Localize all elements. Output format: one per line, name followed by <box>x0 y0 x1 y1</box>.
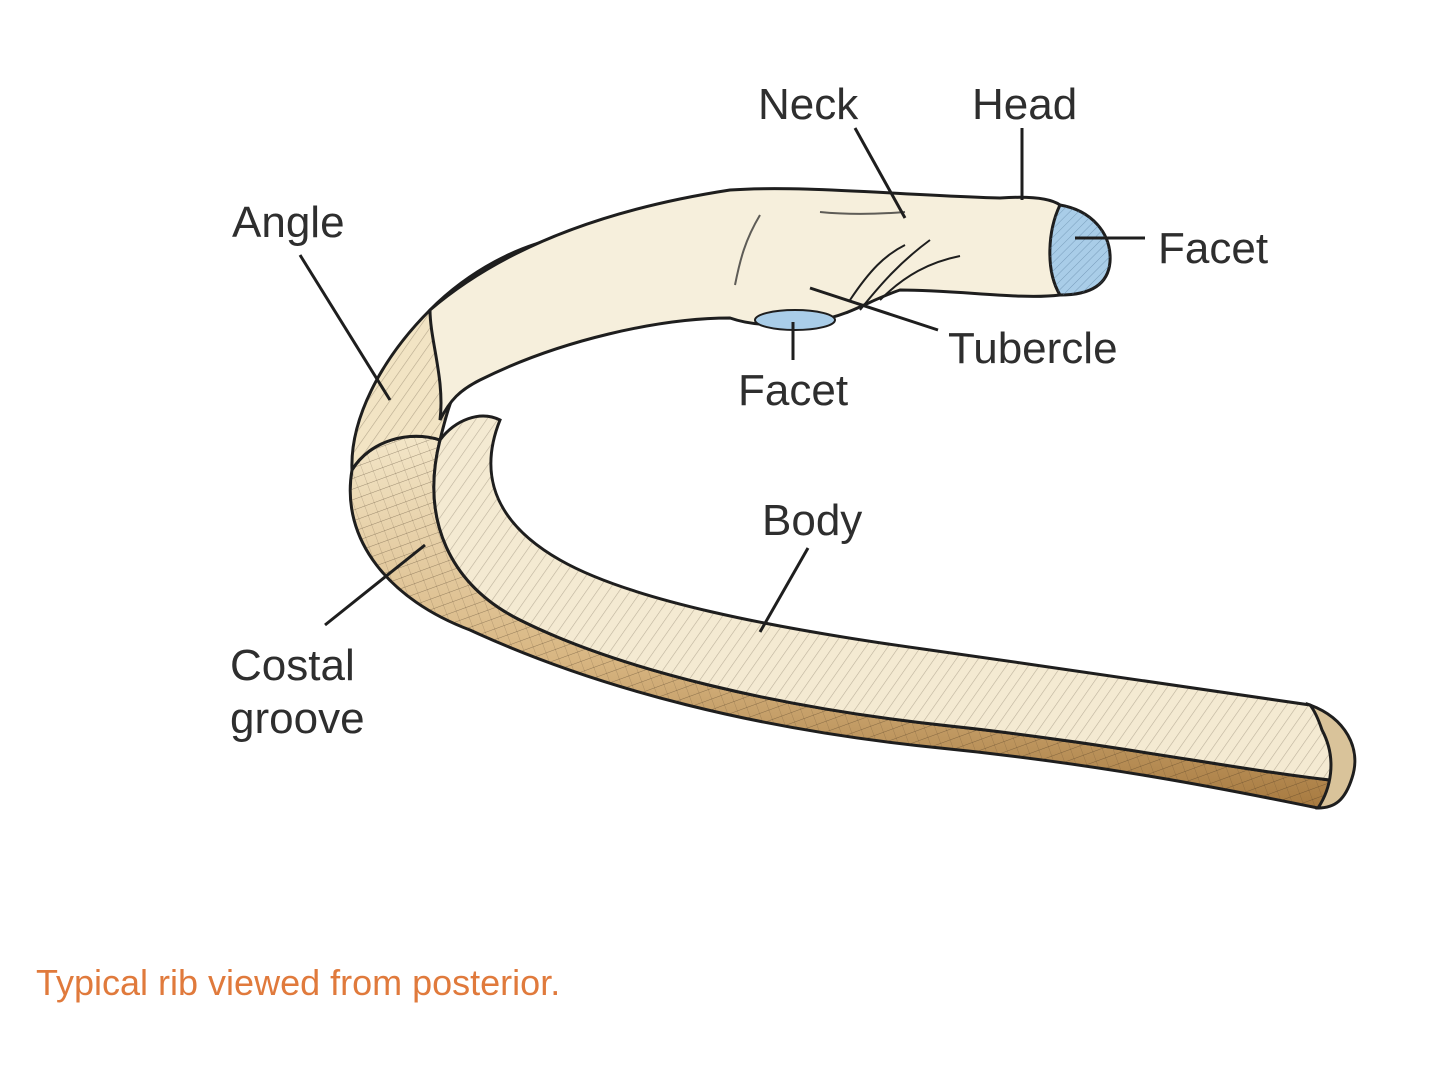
rib-body-hatch <box>433 416 1339 780</box>
label-head: Head <box>972 80 1078 129</box>
tubercle-detail <box>849 239 961 311</box>
leader-neck <box>853 127 907 219</box>
neck-detail <box>734 211 906 286</box>
label-tubercle: Tubercle <box>948 324 1118 373</box>
leader-costal-groove <box>324 543 426 627</box>
figure-caption: Typical rib viewed from posterior. <box>36 962 561 1003</box>
label-facet-tubercle: Facet <box>738 366 849 415</box>
leader-angle <box>298 254 392 401</box>
label-costal-groove: Costal groove <box>230 641 365 743</box>
tubercle-facet <box>754 309 836 331</box>
leader-body <box>758 547 810 633</box>
label-neck: Neck <box>758 80 859 129</box>
rib-body-groove-hatch <box>350 436 1336 808</box>
label-body: Body <box>762 496 863 545</box>
rib-sternal-end <box>1305 701 1357 810</box>
label-angle: Angle <box>232 198 345 247</box>
label-facet-head: Facet <box>1158 224 1269 273</box>
head-facet-hatch <box>1049 205 1111 295</box>
leader-tubercle <box>809 286 939 332</box>
